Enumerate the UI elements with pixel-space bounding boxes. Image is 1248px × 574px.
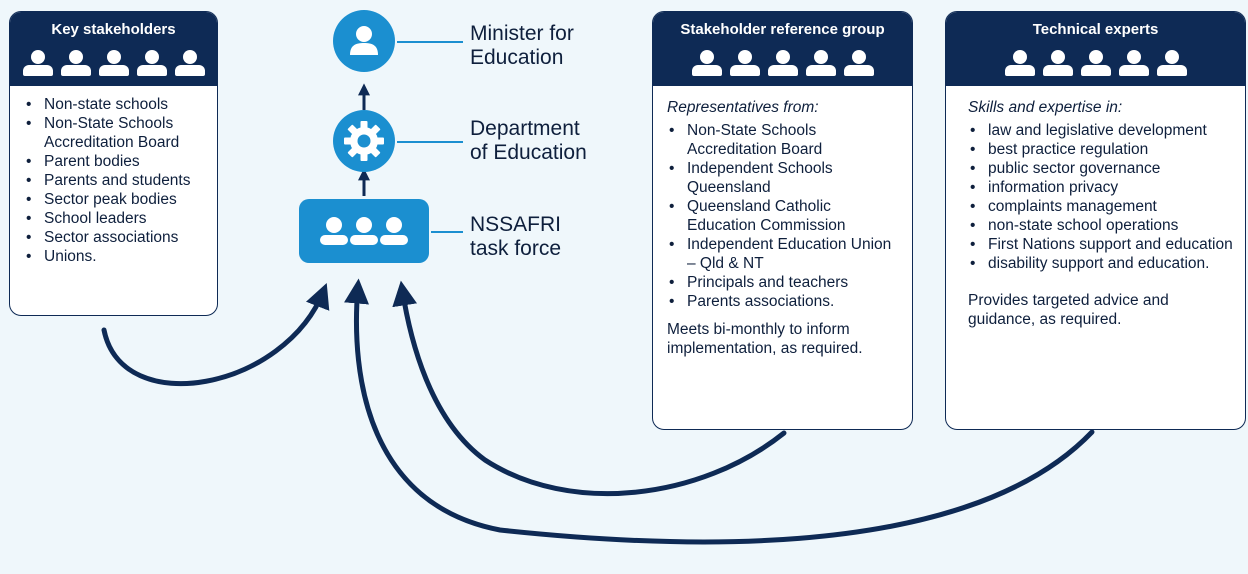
list-item: School leaders xyxy=(24,209,205,228)
person-icon xyxy=(174,50,206,76)
list-item: Independent Schools Queensland xyxy=(667,159,900,197)
department-label-line1: Department xyxy=(470,117,580,140)
key-stakeholders-list: Non-state schools Non-State Schools Accr… xyxy=(24,95,205,266)
person-icon xyxy=(1004,50,1036,76)
technical-experts-panel: Technical experts Skills and expertise i… xyxy=(945,11,1246,430)
minister-label: Minister for Education xyxy=(470,22,574,70)
taskforce-node xyxy=(299,199,429,263)
list-item: Sector peak bodies xyxy=(24,190,205,209)
technical-experts-title: Technical experts xyxy=(1032,21,1159,38)
list-item: Queensland Catholic Education Commission xyxy=(667,197,900,235)
minister-connector xyxy=(397,41,463,43)
person-icon xyxy=(136,50,168,76)
minister-label-line1: Minister for xyxy=(470,22,574,45)
person-icon xyxy=(1118,50,1150,76)
list-item: public sector governance xyxy=(968,159,1233,178)
minister-label-line2: Education xyxy=(470,46,564,69)
department-node xyxy=(333,110,395,172)
people-icons xyxy=(653,50,912,76)
list-item: Parent bodies xyxy=(24,152,205,171)
key-stakeholders-panel: Key stakeholders Non-state schools Non-S… xyxy=(9,11,218,316)
person-icon xyxy=(805,50,837,76)
technical-experts-header: Technical experts xyxy=(946,12,1245,86)
list-item: disability support and education. xyxy=(968,254,1233,273)
list-item: Parents associations. xyxy=(667,292,900,311)
reference-group-body: Representatives from: Non-State Schools … xyxy=(653,86,912,366)
taskforce-connector xyxy=(431,231,463,233)
arc-from-key-stakeholders xyxy=(101,283,330,387)
key-stakeholders-title: Key stakeholders xyxy=(51,21,176,38)
list-item: Non-State Schools Accreditation Board xyxy=(24,114,205,152)
minister-node xyxy=(333,10,395,72)
people-icons xyxy=(946,50,1245,76)
list-item: Independent Education Union – Qld & NT xyxy=(667,235,900,273)
person-icon xyxy=(691,50,723,76)
taskforce-label-line1: NSSAFRI xyxy=(470,213,562,236)
reference-group-header: Stakeholder reference group xyxy=(653,12,912,86)
list-item: complaints management xyxy=(968,197,1233,216)
list-item: information privacy xyxy=(968,178,1233,197)
list-item: Sector associations xyxy=(24,228,205,247)
technical-experts-list: law and legislative development best pra… xyxy=(968,121,1233,273)
list-item: Unions. xyxy=(24,247,205,266)
list-item: Principals and teachers xyxy=(667,273,900,292)
department-label: Department of Education xyxy=(470,117,587,165)
technical-experts-note: Provides targeted advice and guidance, a… xyxy=(968,292,1169,328)
technical-experts-body: Skills and expertise in: law and legisla… xyxy=(946,86,1245,337)
person-icon xyxy=(1042,50,1074,76)
person-icon xyxy=(98,50,130,76)
list-item: Non-State Schools Accreditation Board xyxy=(667,121,900,159)
reference-group-note: Meets bi-monthly to inform implementatio… xyxy=(667,321,863,357)
key-stakeholders-body: Non-state schools Non-State Schools Accr… xyxy=(10,86,217,274)
person-icon xyxy=(1156,50,1188,76)
reference-group-intro: Representatives from: xyxy=(667,99,819,116)
list-item: law and legislative development xyxy=(968,121,1233,140)
arc-from-technical-experts xyxy=(344,278,1095,545)
department-label-line2: of Education xyxy=(470,141,587,164)
taskforce-label: NSSAFRI task force xyxy=(470,213,561,261)
person-icon xyxy=(729,50,761,76)
technical-experts-intro: Skills and expertise in: xyxy=(968,99,1123,116)
person-icon xyxy=(1080,50,1112,76)
group-icon xyxy=(320,217,408,245)
person-icon xyxy=(350,26,378,55)
reference-group-panel: Stakeholder reference group Representati… xyxy=(652,11,913,430)
gear-icon xyxy=(344,121,384,161)
person-icon xyxy=(843,50,875,76)
arc-from-reference-group xyxy=(392,280,787,497)
taskforce-label-line2: task force xyxy=(470,237,562,260)
reference-group-list: Non-State Schools Accreditation Board In… xyxy=(667,121,900,311)
key-stakeholders-header: Key stakeholders xyxy=(10,12,217,86)
department-connector xyxy=(397,141,463,143)
list-item: best practice regulation xyxy=(968,140,1233,159)
person-icon xyxy=(60,50,92,76)
list-item: Parents and students xyxy=(24,171,205,190)
person-icon xyxy=(767,50,799,76)
person-icon xyxy=(22,50,54,76)
people-icons xyxy=(10,50,217,76)
reference-group-title: Stakeholder reference group xyxy=(680,21,885,38)
list-item: non-state school operations xyxy=(968,216,1233,235)
list-item: Non-state schools xyxy=(24,95,205,114)
list-item: First Nations support and education xyxy=(968,235,1233,254)
